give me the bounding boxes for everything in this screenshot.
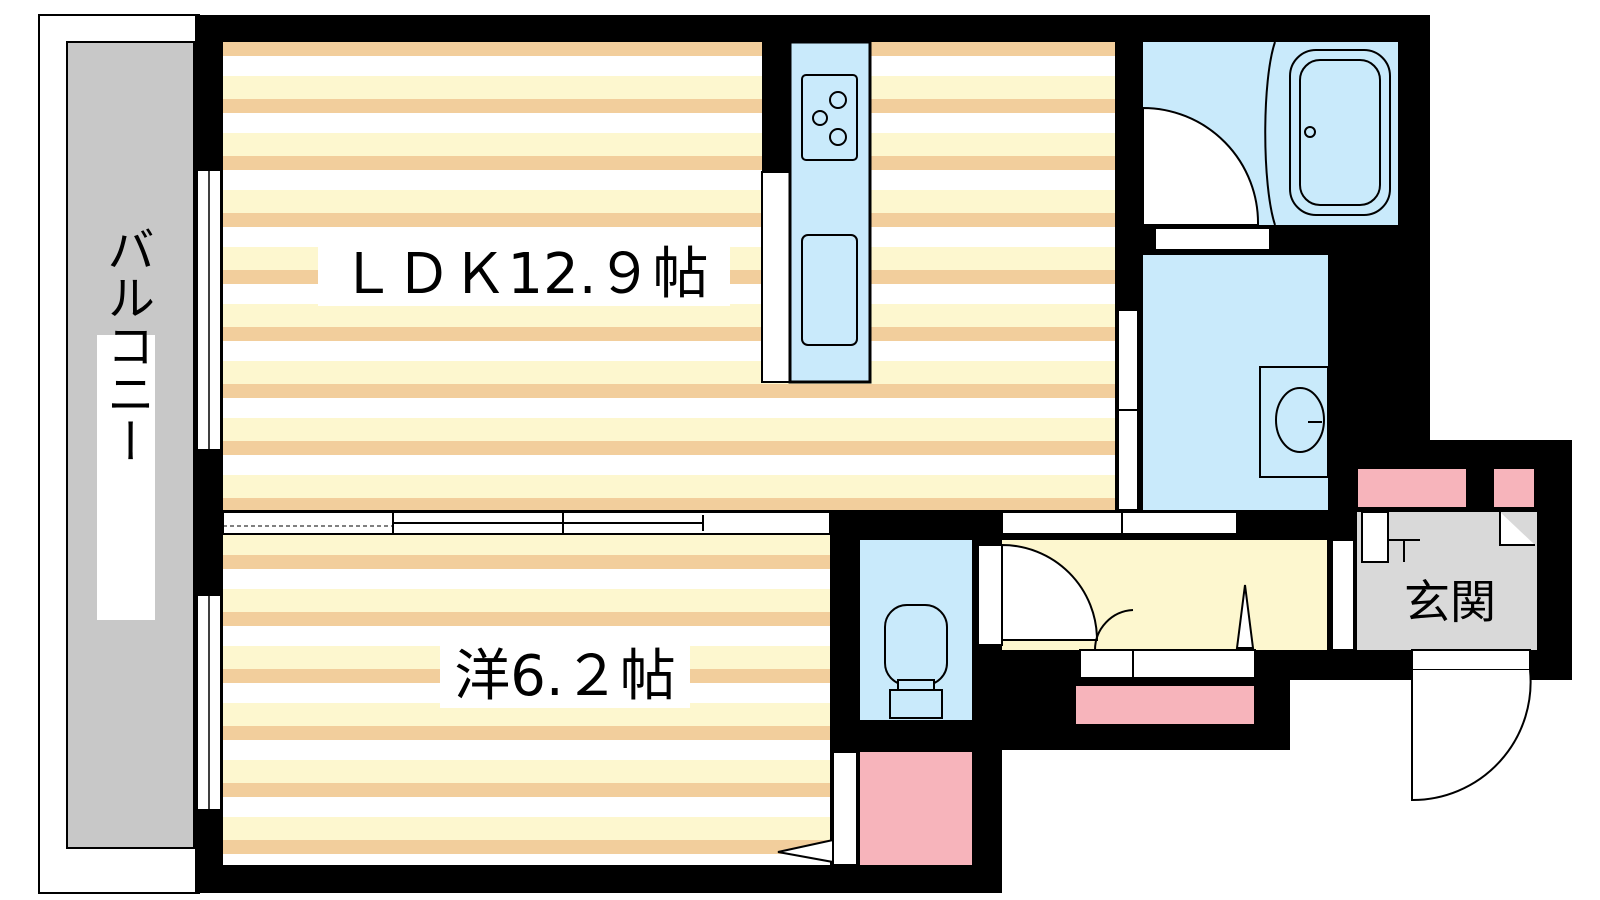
hallway: [977, 511, 1355, 679]
sliding-partition: [222, 511, 831, 535]
toilet-room: [860, 540, 972, 720]
sink-icon: [801, 234, 858, 346]
kitchen-counter: [761, 40, 872, 384]
ldk-label: ＬＤＫ12.９帖: [339, 242, 708, 307]
door-swing-icon: [1142, 106, 1260, 226]
door-swing-icon: [1001, 543, 1099, 641]
toilet-icon: [884, 604, 948, 686]
entrance-label: 玄関: [1404, 575, 1496, 629]
bathroom: [1142, 41, 1398, 251]
bathtub-icon: [1289, 49, 1391, 216]
stove-icon: [801, 74, 858, 161]
washroom: [1117, 255, 1329, 511]
windows: [196, 169, 222, 811]
storage-closets: [777, 467, 1536, 866]
western-room-label: 洋6.２帖: [454, 644, 675, 709]
entrance-door-swing-icon: [1411, 669, 1532, 802]
balcony-label: バルコニー: [98, 225, 154, 465]
balcony: [38, 14, 200, 894]
